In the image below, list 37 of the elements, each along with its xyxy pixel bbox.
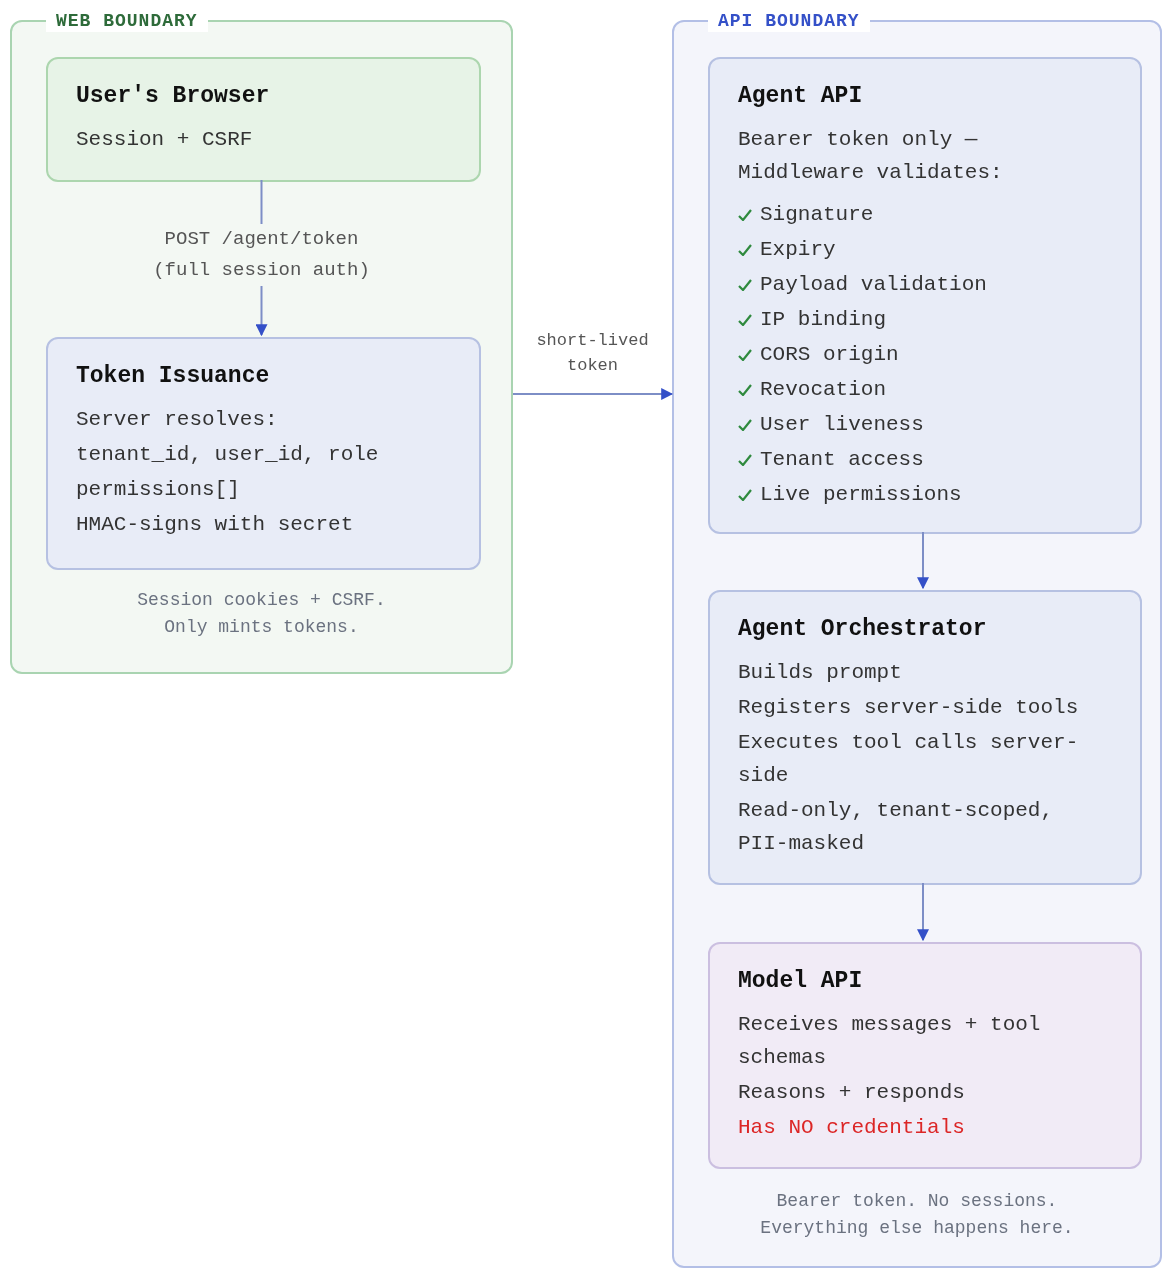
box-title: Agent Orchestrator — [738, 616, 988, 642]
box-title: Agent API — [738, 83, 864, 109]
box-text: Executes tool calls server-side — [738, 730, 1080, 789]
box-text: IP binding — [760, 307, 887, 333]
box-text: permissions[] — [76, 477, 241, 503]
box-text: Session + CSRF — [76, 127, 254, 153]
box-text: Revocation — [760, 377, 887, 403]
box-text: Expiry — [760, 237, 836, 263]
box-text: Bearer token only — Middleware validates: — [738, 127, 1004, 186]
process-box — [708, 57, 1142, 534]
box-title: User's Browser — [76, 83, 271, 109]
arrow — [917, 531, 929, 590]
arrow — [917, 882, 929, 942]
process-box — [708, 942, 1142, 1169]
box-title: Model API — [738, 968, 864, 994]
process-box — [46, 57, 481, 182]
process-box — [46, 337, 481, 570]
box-text: tenant_id, user_id, role — [76, 442, 380, 468]
box-text: Live permissions — [760, 482, 962, 508]
box-title: Token Issuance — [76, 363, 271, 389]
box-text: Registers server-side tools — [738, 695, 1080, 721]
box-text: Signature — [760, 202, 874, 228]
boundary-note: Bearer token. No sessions. Everything else happens here. — [759, 1190, 1075, 1240]
box-text: Read-only, tenant-scoped, PII-masked — [738, 798, 1055, 857]
box-text: Builds prompt — [738, 660, 903, 686]
box-text: HMAC-signs with secret — [76, 512, 355, 538]
box-text: Reasons + responds — [738, 1080, 966, 1106]
arrow — [512, 388, 674, 400]
box-text: Server resolves: — [76, 407, 279, 433]
box-text: CORS origin — [760, 342, 899, 368]
box-text: Receives messages + tool schemas — [738, 1012, 1042, 1071]
box-text: User liveness — [760, 412, 924, 438]
box-text: Payload validation — [760, 272, 987, 298]
process-box — [708, 590, 1142, 885]
boundary-note: Session cookies + CSRF. Only mints tokens. — [136, 589, 387, 639]
box-text: Has NO credentials — [738, 1115, 966, 1141]
box-text: Tenant access — [760, 447, 924, 473]
